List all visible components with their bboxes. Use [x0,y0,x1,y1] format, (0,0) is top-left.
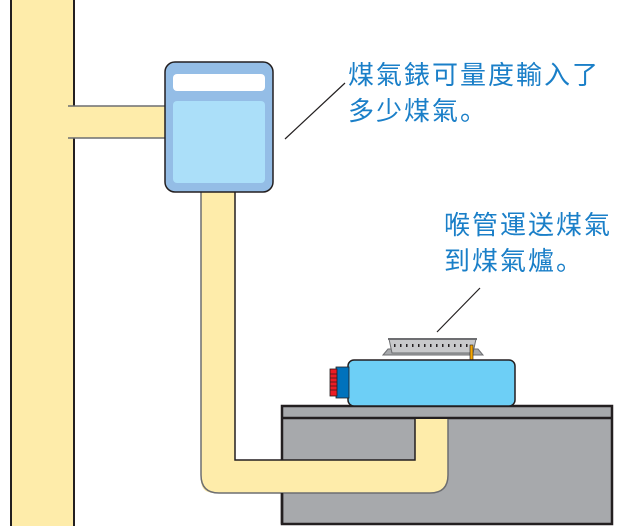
meter-inlet-pipe [68,105,166,139]
stove-knob [335,366,350,399]
meter-annotation: 煤氣錶可量度輸入了 多少煤氣。 [348,58,600,130]
gas-hose [200,190,449,494]
burner-icon [388,338,477,354]
wall-riser-pipe [10,0,75,526]
stove-body [347,359,516,407]
meter-display [173,74,265,91]
gas-stove [329,338,516,407]
meter-leader-line [284,82,346,140]
meter-window [173,101,265,183]
stove-leader-line [436,287,481,333]
gas-meter [164,61,274,193]
stove-annotation-line-2: 到煤氣爐。 [444,247,585,277]
stove-annotation: 喉管運送煤氣 到煤氣爐。 [444,208,612,280]
meter-annotation-line-1: 煤氣錶可量度輸入了 [348,61,601,91]
meter-annotation-line-2: 多少煤氣。 [348,97,489,127]
igniter-icon [469,344,474,362]
stove-annotation-line-1: 喉管運送煤氣 [444,211,613,241]
burner-holes [394,344,468,347]
knob-grip-icon [329,368,338,397]
